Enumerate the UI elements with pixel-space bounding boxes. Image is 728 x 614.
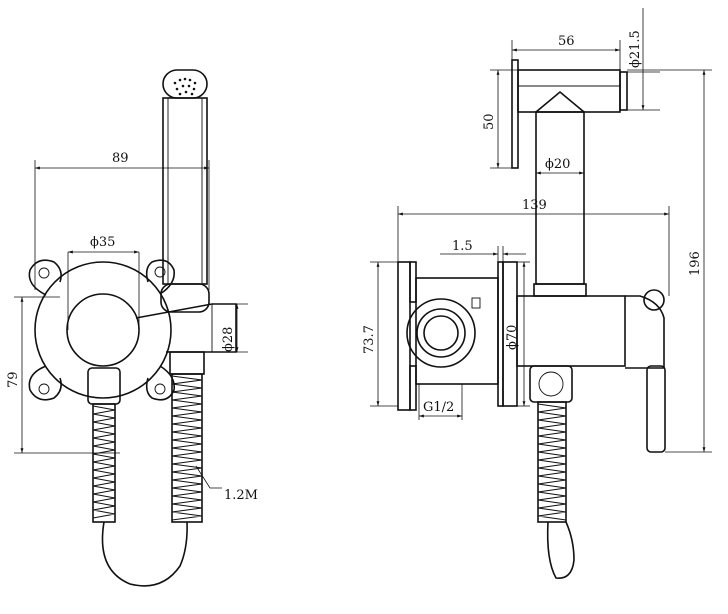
hose-left [87,367,121,523]
dim-73-7-text: 73.7 [362,325,377,354]
hose-length-callout: 1.2M [195,465,258,503]
dim-21-5-text: ϕ21.5 [628,30,643,68]
dimension-diameter-28: ϕ28 [212,303,248,353]
control-knob [66,293,140,367]
front-view: 89 ϕ35 ϕ28 79 1.2M [6,69,258,587]
side-view: 56 ϕ21.5 50 ϕ20 139 1. [362,8,712,579]
dimension-21-5: ϕ21.5 [627,8,660,111]
dimension-width-89: 89 [34,151,210,290]
dimension-diameter-35: ϕ35 [67,235,140,330]
dim-20-text: ϕ20 [545,157,570,172]
dimension-56: 56 [511,34,621,70]
side-hose [529,365,575,579]
dimension-diameter-70: ϕ70 [505,261,530,407]
dim-1-5-text: 1.5 [452,239,473,254]
dim-70-text: ϕ70 [505,325,520,350]
hose-right [169,351,205,523]
dimension-139: 139 [397,198,670,296]
dim-196-text: 196 [688,251,703,276]
dimension-g1-2: G1/2 [418,384,463,420]
side-body [516,289,666,453]
hose-loop [101,521,188,587]
dimension-196: 196 [627,69,712,453]
dim-56-text: 56 [558,34,575,49]
dim-139-text: 139 [522,198,547,213]
dimension-50: 50 [482,69,518,169]
dimension-height-79: 79 [6,296,120,454]
dimension-73-7: 73.7 [362,261,398,407]
dimension-diameter-20: ϕ20 [536,157,584,175]
dim-79-text: 79 [6,371,21,388]
dim-28-text: ϕ28 [221,327,236,352]
hand-shower-front [160,69,210,313]
dim-g1-2-text: G1/2 [423,400,454,415]
wall-flange [28,259,176,401]
mounting-box [397,261,518,411]
shower-holder [511,59,628,169]
dim-35-text: ϕ35 [90,235,115,250]
spray-holes [173,77,197,96]
dimension-1-5: 1.5 [440,239,526,262]
dim-89-text: 89 [112,151,129,166]
dim-hose-text: 1.2M [224,488,258,503]
dim-50-text: 50 [482,113,497,130]
